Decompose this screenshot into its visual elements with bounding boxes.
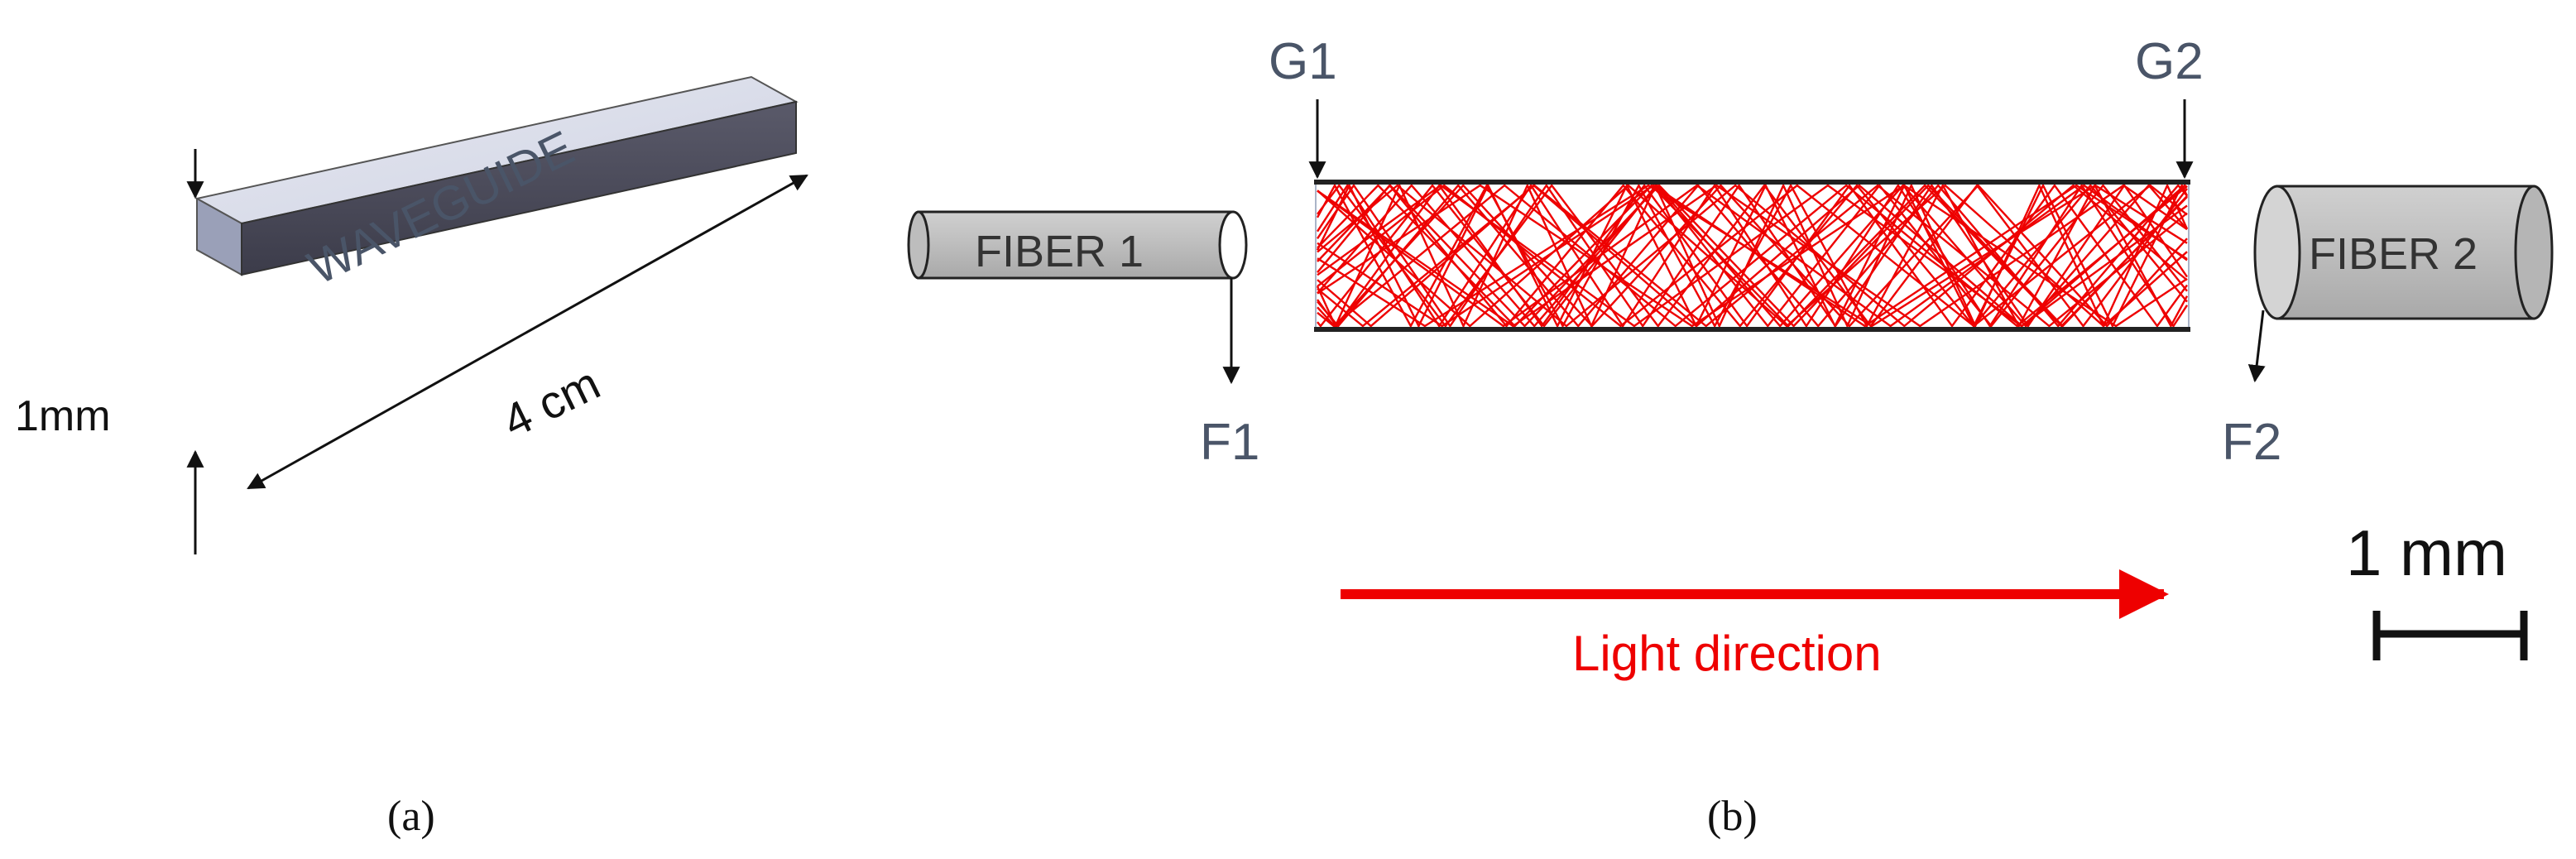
ray-trace — [1316, 183, 2189, 329]
ray-path — [1317, 184, 2188, 328]
fiber-1-label: FIBER 1 — [975, 227, 1144, 276]
caption-b: (b) — [1707, 793, 1758, 840]
ray-path — [1317, 184, 2188, 328]
ray-path — [1317, 184, 2188, 328]
length-dimension-line — [247, 174, 808, 490]
fiber-2-far-end — [2514, 185, 2554, 320]
ray-path — [1317, 184, 2188, 328]
light-direction-label: Light direction — [1572, 626, 1882, 681]
scale-bar-label: 1 mm — [2346, 516, 2507, 589]
fiber-2-input-face — [2253, 185, 2301, 320]
panel-a: WAVEGUIDE 1mm 4 cm (a) — [15, 75, 808, 840]
g2-label: G2 — [2135, 33, 2204, 90]
ray-path — [1316, 183, 2189, 329]
fiber-1-output-face — [1218, 210, 1248, 280]
ray-path — [1317, 184, 2188, 328]
waveguide-slab — [1314, 180, 2190, 332]
ray-path — [1317, 184, 2188, 328]
ray-path — [1317, 184, 2188, 328]
ray-path — [1317, 184, 2188, 328]
fiber-1-rear-end — [907, 210, 930, 280]
length-label: 4 cm — [495, 357, 608, 448]
thickness-label: 1mm — [15, 392, 111, 440]
f2-label: F2 — [2222, 414, 2281, 471]
fiber-2-label: FIBER 2 — [2309, 229, 2478, 279]
f2-arrow — [2247, 310, 2266, 383]
caption-a: (a) — [387, 793, 435, 840]
ray-path — [1317, 184, 2188, 328]
ray-path — [1316, 183, 2189, 329]
panel-b: FIBER 1 FIBER 2 G1 G2 F1 F2 Light direct… — [907, 33, 2554, 840]
g1-label: G1 — [1269, 33, 1337, 90]
ray-path — [1317, 183, 2188, 329]
fiber-2: FIBER 2 — [2253, 185, 2554, 320]
fiber-1: FIBER 1 — [907, 210, 1248, 280]
scale-bar — [2372, 611, 2528, 660]
f1-label: F1 — [1200, 414, 1259, 471]
